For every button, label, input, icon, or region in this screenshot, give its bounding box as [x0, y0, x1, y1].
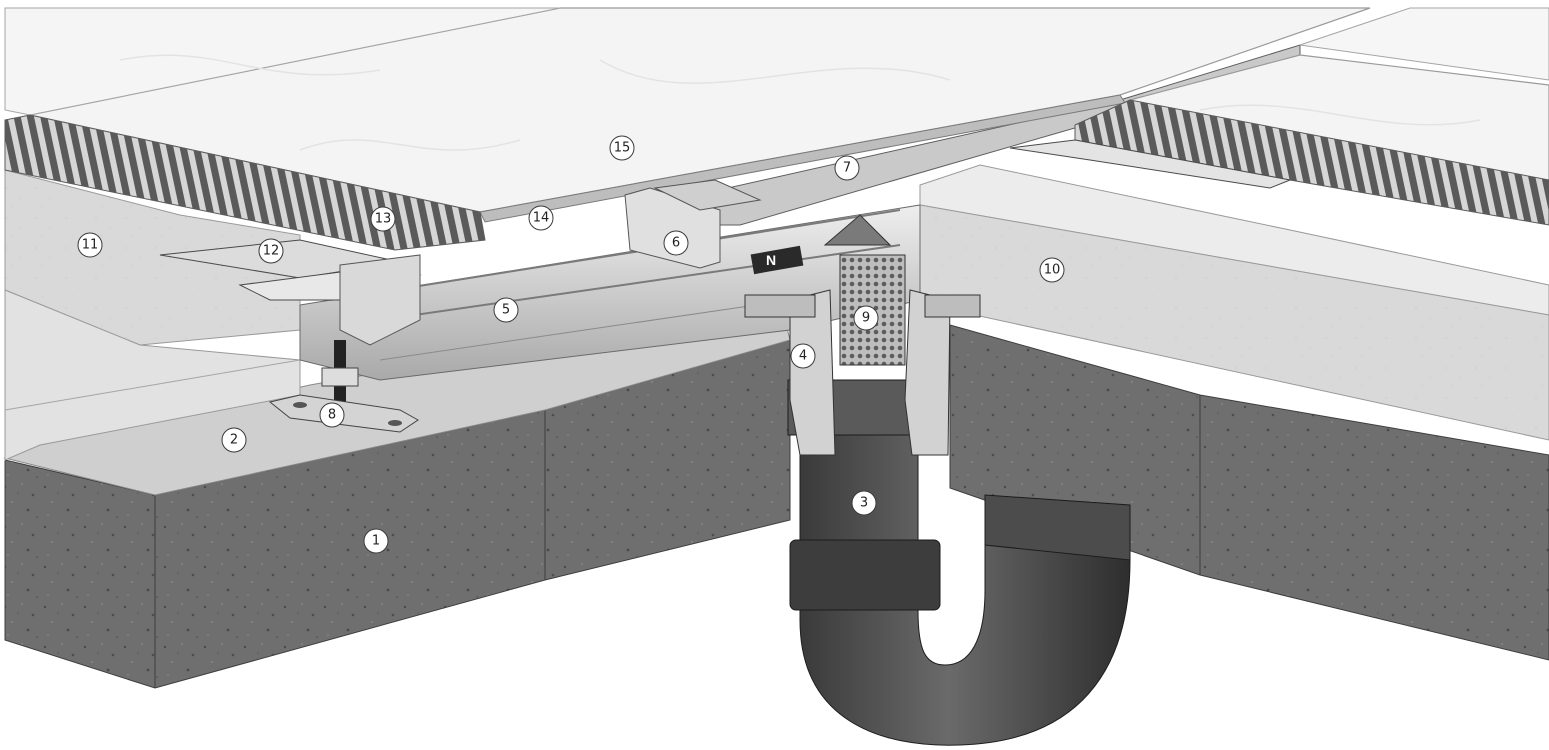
brand-tag [750, 245, 804, 275]
callout-label-7: 7 [843, 161, 851, 176]
callout-label-5: 5 [502, 303, 510, 318]
callout-label-2: 2 [230, 433, 238, 448]
brand-logo-text: N [766, 252, 776, 268]
pipe-coupling-lower [789, 539, 941, 611]
callout-8: 8 [319, 402, 345, 428]
callout-label-6: 6 [672, 236, 680, 251]
callout-13: 13 [370, 206, 396, 232]
callout-4: 4 [790, 343, 816, 369]
channel-rail-lower [379, 244, 901, 321]
gully-clamp-left [744, 294, 816, 318]
pipe-outlet-socket [984, 494, 1131, 561]
callout-3: 3 [851, 490, 877, 516]
callout-label-14: 14 [533, 211, 550, 226]
callout-label-12: 12 [263, 244, 280, 259]
callout-label-8: 8 [328, 408, 336, 423]
channel-rail-upper [329, 209, 901, 301]
flange-right [1009, 139, 1292, 189]
callout-9: 9 [853, 305, 879, 331]
callout-label-9: 9 [862, 311, 870, 326]
callout-14: 14 [528, 205, 554, 231]
callout-6: 6 [663, 230, 689, 256]
base-plate-hole-1 [293, 402, 307, 408]
leveling-nut [321, 367, 359, 387]
callout-10: 10 [1039, 257, 1065, 283]
floor-tile-back-right [1299, 7, 1549, 81]
bracket-clip-6 [653, 179, 762, 211]
callout-15: 15 [609, 135, 635, 161]
drainage-mat-left [4, 114, 486, 251]
callout-11: 11 [77, 232, 103, 258]
callout-12: 12 [258, 238, 284, 264]
gully-body-left [789, 289, 836, 456]
screed-left-joint [4, 359, 301, 411]
callout-7: 7 [834, 155, 860, 181]
channel-rail-base [379, 299, 791, 361]
gully-clamp-right [924, 294, 981, 318]
marble-veins [119, 54, 1481, 151]
base-plate-hole-2 [388, 420, 402, 426]
callout-label-15: 15 [614, 141, 631, 156]
callout-label-1: 1 [372, 534, 380, 549]
odour-trap-flap [823, 214, 892, 246]
callout-label-13: 13 [375, 212, 392, 227]
callout-2: 2 [221, 427, 247, 453]
callout-label-3: 3 [860, 496, 868, 511]
bracket-left [339, 254, 421, 346]
floor-tile-back-left [4, 7, 561, 116]
callout-label-11: 11 [82, 238, 99, 253]
callout-label-4: 4 [799, 349, 807, 364]
callout-1: 1 [363, 528, 389, 554]
callout-label-10: 10 [1044, 263, 1061, 278]
callout-5: 5 [493, 297, 519, 323]
